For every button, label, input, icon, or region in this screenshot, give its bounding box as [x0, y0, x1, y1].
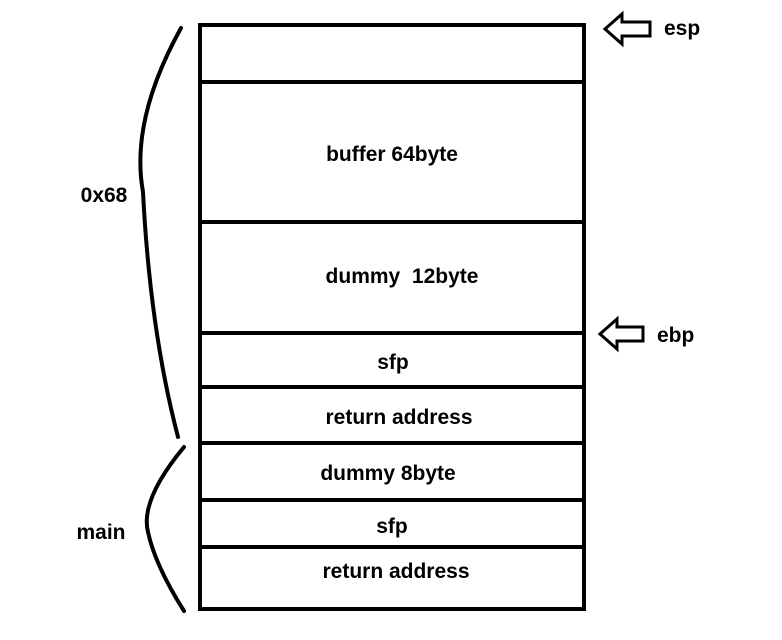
segment-label-dummy-12: dummy 12byte — [326, 265, 479, 288]
segment-label-sfp: sfp — [377, 351, 409, 374]
brace-label-lower: main — [76, 521, 125, 544]
segment-dividers — [200, 80, 584, 549]
brace-label-upper: 0x68 — [81, 184, 128, 207]
brace-upper — [138, 26, 183, 439]
segment-label-main-sfp: sfp — [376, 515, 408, 538]
ebp-label: ebp — [657, 324, 694, 347]
brace-lower — [144, 445, 186, 613]
stack-frame-box — [198, 23, 586, 611]
segment-label-return-address: return address — [325, 406, 472, 429]
segment-label-buffer: buffer 64byte — [326, 143, 458, 166]
ebp-arrow-icon — [597, 315, 645, 353]
esp-label: esp — [664, 17, 700, 40]
segment-label-dummy-8: dummy 8byte — [320, 462, 455, 485]
esp-arrow-icon — [602, 10, 652, 48]
segment-label-main-return-address: return address — [322, 560, 469, 583]
